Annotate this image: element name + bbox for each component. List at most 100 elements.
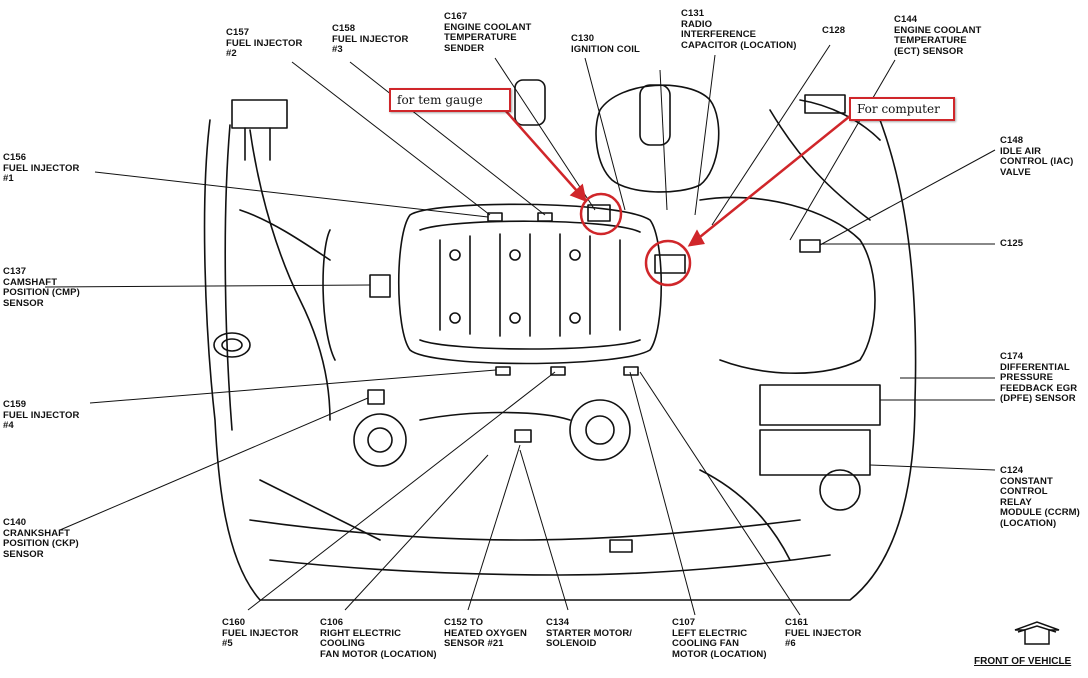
label-line: STARTER MOTOR/ — [546, 627, 633, 639]
label-line: FUEL INJECTOR — [332, 33, 409, 45]
label-line: C131 — [681, 8, 705, 19]
label-line: C148 — [1000, 135, 1024, 146]
label-line: COOLING — [320, 638, 366, 649]
leader-lines — [44, 44, 996, 616]
label-line: (DPFE) SENSOR — [1000, 393, 1076, 404]
label-line: C137 — [3, 266, 27, 277]
label-line: C156 — [3, 152, 27, 163]
label-line: C134 — [546, 617, 570, 628]
label-line: POSITION (CKP) — [3, 538, 79, 549]
label-line: INTERFERENCE — [681, 29, 757, 40]
label-line: SENSOR — [3, 297, 44, 309]
front-arrow-icon — [1014, 621, 1060, 645]
label-line: C159 — [3, 399, 27, 410]
label-line: (LOCATION) — [1000, 517, 1057, 529]
annotation-temp-gauge: for tem gauge — [389, 88, 511, 112]
label-line: IGNITION COIL — [571, 43, 640, 55]
label-line: ENGINE COOLANT — [444, 21, 532, 33]
label-line: FUEL INJECTOR — [3, 409, 80, 421]
front-of-vehicle-label: FRONT OF VEHICLE — [974, 656, 1072, 667]
label-line: RELAY — [1000, 496, 1032, 508]
label-c125: C125 — [1000, 238, 1024, 250]
label-line: TEMPERATURE — [444, 32, 517, 43]
label-line: CONTROL (IAC) — [1000, 156, 1074, 167]
temp-sensor-circle — [579, 192, 623, 236]
label-line: IDLE AIR — [1000, 145, 1042, 157]
label-line: CONSTANT — [1000, 475, 1053, 487]
label-line: C128 — [822, 25, 846, 36]
label-line: FUEL INJECTOR — [785, 627, 862, 639]
label-line: C160 — [222, 617, 246, 628]
label-line: FEEDBACK EGR — [1000, 382, 1078, 394]
label-line: (ECT) SENSOR — [894, 45, 964, 57]
label-line: SOLENOID — [546, 638, 597, 649]
annotation-computer: For computer — [849, 97, 955, 121]
label-line: POSITION (CMP) — [3, 287, 80, 298]
red-annotations — [504, 109, 856, 287]
label-line: DIFFERENTIAL — [1000, 361, 1070, 373]
label-line: C161 — [785, 617, 809, 628]
label-line: FUEL INJECTOR — [226, 37, 303, 49]
label-line: CRANKSHAFT — [3, 527, 70, 539]
label-line: C174 — [1000, 351, 1024, 362]
label-line: MOTOR (LOCATION) — [672, 648, 767, 660]
engine-artwork — [203, 79, 917, 601]
label-line: SENSOR #21 — [444, 638, 504, 649]
label-line: ENGINE COOLANT — [894, 24, 982, 36]
label-line: CAMSHAFT — [3, 276, 58, 288]
label-line: #3 — [332, 44, 343, 55]
computer-sensor-circle — [644, 239, 692, 287]
label-line: #6 — [785, 638, 796, 649]
label-line: C106 — [320, 617, 344, 628]
label-line: #5 — [222, 638, 233, 649]
label-line: HEATED OXYGEN — [444, 627, 527, 639]
label-line: C124 — [1000, 465, 1024, 476]
label-line: RIGHT ELECTRIC — [320, 627, 402, 639]
label-line: #2 — [226, 48, 237, 59]
label-line: FUEL INJECTOR — [3, 162, 80, 174]
label-line: CAPACITOR (LOCATION) — [681, 39, 797, 51]
label-line: C157 — [226, 27, 250, 38]
label-line: C130 — [571, 33, 595, 44]
label-line: SENSOR — [3, 548, 44, 560]
label-line: #1 — [3, 173, 14, 184]
label-line: CONTROL — [1000, 486, 1048, 497]
label-line: MODULE (CCRM) — [1000, 507, 1080, 518]
label-line: FAN MOTOR (LOCATION) — [320, 648, 437, 660]
label-line: #4 — [3, 420, 14, 431]
label-line: FUEL INJECTOR — [222, 627, 299, 639]
label-line: C152 TO — [444, 617, 484, 628]
label-line: C125 — [1000, 238, 1024, 249]
label-line: C144 — [894, 14, 918, 25]
label-line: C107 — [672, 617, 696, 628]
label-line: SENDER — [444, 42, 485, 54]
label-line: C140 — [3, 517, 27, 528]
label-c128: C128 — [822, 25, 846, 37]
label-line: PRESSURE — [1000, 372, 1054, 383]
label-line: COOLING FAN — [672, 638, 740, 649]
label-line: TEMPERATURE — [894, 35, 967, 46]
label-line: C167 — [444, 11, 468, 22]
label-line: LEFT ELECTRIC — [672, 627, 748, 639]
label-line: C158 — [332, 23, 356, 34]
